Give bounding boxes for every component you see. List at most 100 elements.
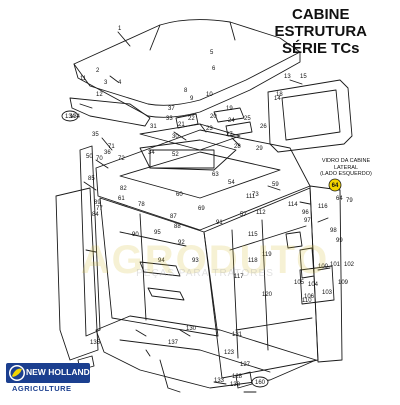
part-number-123: 123 (224, 350, 235, 356)
part-number-11: 11 (80, 76, 87, 82)
callout-line-2: LATERAL (333, 164, 359, 171)
part-number-111: 111 (246, 194, 256, 200)
part-number-93: 93 (192, 258, 199, 264)
part-number-35: 35 (92, 132, 99, 138)
part-number-22: 22 (188, 116, 195, 122)
part-number-71: 71 (108, 144, 115, 150)
part-number-25: 25 (244, 116, 251, 122)
part-number-13: 13 (284, 74, 291, 80)
title-line-1: CABINE (291, 6, 350, 23)
part-number-27: 27 (226, 132, 233, 138)
part-number-117: 117 (234, 274, 244, 280)
part-number-95: 95 (154, 230, 161, 236)
part-number-89: 89 (94, 200, 101, 206)
part-number-63: 63 (212, 172, 219, 178)
part-number-85: 85 (88, 176, 95, 182)
part-number-120: 120 (262, 292, 273, 298)
logo-brand-text: NEW HOLLAND (26, 367, 90, 377)
part-number-54: 54 (228, 180, 235, 186)
left-door-glass (55, 187, 99, 361)
part-number-50: 50 (86, 154, 93, 160)
part-number-137: 137 (168, 340, 179, 346)
title-line-3: SÉRIE TCs (281, 40, 360, 57)
part-number-72: 72 (118, 156, 125, 162)
ref-bubble-left-label: 134 (65, 114, 76, 120)
part-number-78: 78 (138, 202, 145, 208)
part-number-91: 91 (216, 220, 223, 226)
cab-floor (95, 315, 317, 389)
page-title: CABINE ESTRUTURA SÉRIE TCs (275, 6, 368, 57)
part-number-97: 97 (304, 218, 311, 224)
part-number-138: 138 (230, 382, 241, 388)
part-number-2: 2 (96, 68, 100, 74)
part-number-28: 28 (234, 144, 241, 150)
leaf-icon (9, 365, 25, 381)
part-number-4: 4 (118, 80, 122, 86)
part-number-12: 12 (96, 92, 103, 98)
part-number-26: 26 (260, 124, 267, 130)
part-number-130: 130 (186, 326, 197, 332)
logo-sub-text: AGRICULTURE (12, 384, 72, 393)
part-number-131: 131 (232, 332, 243, 338)
part-number-115: 115 (248, 232, 258, 238)
part-number-82: 82 (120, 186, 127, 192)
part-number-33: 33 (166, 116, 173, 122)
part-number-10: 10 (206, 92, 213, 98)
part-number-84: 84 (92, 212, 99, 218)
part-number-90: 90 (132, 232, 139, 238)
callout-line-3: (LADO ESQUERDO) (320, 171, 372, 177)
ref-bubble-left (61, 110, 79, 122)
windshield (99, 197, 219, 337)
part-number-21: 21 (178, 122, 185, 128)
watermark-brand: AGRODUTO (80, 238, 330, 282)
callout-ref-circle (328, 178, 342, 192)
part-number-57: 57 (240, 212, 247, 218)
part-number-20: 20 (210, 114, 217, 120)
part-number-133: 133 (214, 378, 225, 384)
part-number-29: 29 (256, 146, 263, 152)
part-number-92: 92 (178, 240, 185, 246)
part-number-79: 79 (346, 198, 353, 204)
part-number-114: 114 (288, 202, 298, 208)
part-number-59: 59 (272, 182, 279, 188)
part-number-73: 73 (252, 192, 259, 198)
part-number-127: 127 (240, 362, 251, 368)
part-number-112: 112 (256, 210, 266, 216)
watermark-tagline: PEÇAS PARA TRATORES (136, 268, 274, 279)
part-number-19: 19 (226, 106, 233, 112)
part-number-18: 18 (276, 92, 283, 98)
part-number-24: 24 (228, 118, 235, 124)
front-visor (69, 97, 151, 127)
part-number-36: 36 (104, 150, 111, 156)
title-line-2: ESTRUTURA (274, 23, 368, 40)
part-number-70: 70 (96, 156, 103, 162)
part-number-94: 94 (158, 258, 165, 264)
upper-cab-frame (95, 129, 311, 231)
part-number-110: 110 (302, 298, 312, 304)
part-number-61: 61 (118, 196, 125, 202)
part-number-69: 69 (198, 206, 205, 212)
part-number-106: 106 (304, 294, 315, 300)
part-number-103: 103 (322, 290, 333, 296)
part-number-100: 100 (318, 264, 329, 270)
part-number-105: 105 (294, 280, 305, 286)
part-number-3: 3 (104, 80, 108, 86)
part-number-99: 99 (336, 238, 343, 244)
part-number-135: 135 (90, 340, 101, 346)
part-number-52: 52 (172, 152, 179, 158)
callout-ref-label: 64 (332, 183, 339, 189)
step (139, 261, 181, 277)
part-number-109: 109 (338, 280, 349, 286)
part-number-37: 37 (168, 106, 175, 112)
roof-edge (73, 51, 301, 118)
part-number-15: 15 (300, 74, 307, 80)
part-number-102: 102 (344, 262, 355, 268)
part-number-31: 31 (150, 124, 157, 130)
part-number-30: 30 (172, 134, 179, 140)
side-window-frame (267, 79, 353, 153)
part-number-9: 9 (190, 96, 194, 102)
part-number-87: 87 (170, 214, 177, 220)
part-number-101: 101 (330, 262, 341, 268)
